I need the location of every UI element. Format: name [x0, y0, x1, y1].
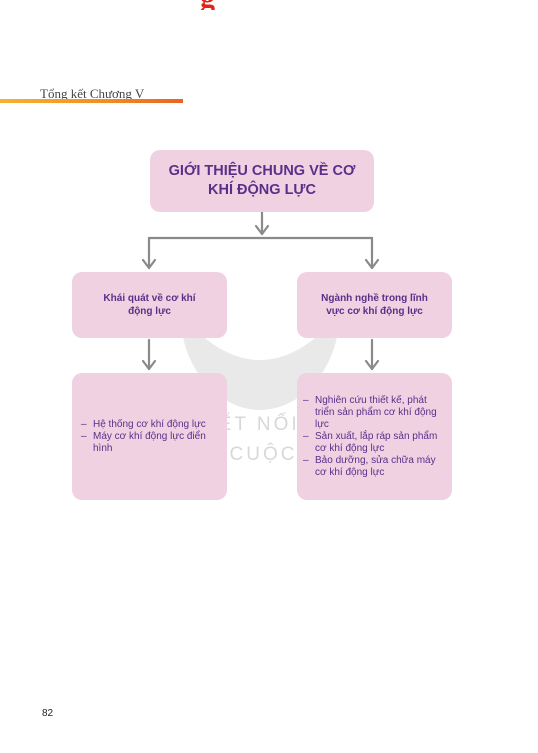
- right-leaf-list: Nghiên cứu thiết kế, phát triển sản phẩm…: [303, 395, 444, 479]
- left-leaf-box: Hệ thống cơ khí động lực Máy cơ khí động…: [72, 373, 227, 500]
- diagram-root-box: GIỚI THIỆU CHUNG VỀ CƠ KHÍ ĐỘNG LỰC: [150, 150, 374, 212]
- right-leaf-box: Nghiên cứu thiết kế, phát triển sản phẩm…: [297, 373, 452, 500]
- left-branch-box: Khái quát về cơ khí động lực: [72, 272, 227, 338]
- chapter-header: Tổng kết Chương V: [40, 86, 145, 101]
- diagram-root-label: GIỚI THIỆU CHUNG VỀ CƠ KHÍ ĐỘNG LỰC: [168, 163, 356, 198]
- left-leaf-list: Hệ thống cơ khí động lực Máy cơ khí động…: [81, 419, 221, 455]
- arrow-root-icon: [254, 224, 270, 236]
- list-item: Hệ thống cơ khí động lực: [81, 419, 221, 431]
- arrow-right-leaf-icon: [364, 359, 380, 371]
- list-item: Nghiên cứu thiết kế, phát triển sản phẩm…: [303, 395, 444, 431]
- arrow-right-branch-icon: [364, 258, 380, 270]
- arrow-left-leaf-icon: [141, 359, 157, 371]
- list-item: Máy cơ khí động lực điển hình: [81, 431, 221, 455]
- arrow-left-branch-icon: [141, 258, 157, 270]
- list-item: Bảo dưỡng, sửa chữa máy cơ khí động lực: [303, 455, 444, 479]
- left-branch-title: Khái quát về cơ khí động lực: [103, 293, 196, 317]
- list-item: Sản xuất, lắp ráp sản phẩm cơ khí động l…: [303, 431, 444, 455]
- right-branch-box: Ngành nghề trong lĩnh vực cơ khí động lự…: [297, 272, 452, 338]
- chapter-title-fragment: g: [200, 0, 240, 10]
- header-rule: [0, 99, 183, 103]
- page-number: 82: [42, 708, 54, 719]
- right-branch-title: Ngành nghề trong lĩnh vực cơ khí động lự…: [321, 293, 428, 317]
